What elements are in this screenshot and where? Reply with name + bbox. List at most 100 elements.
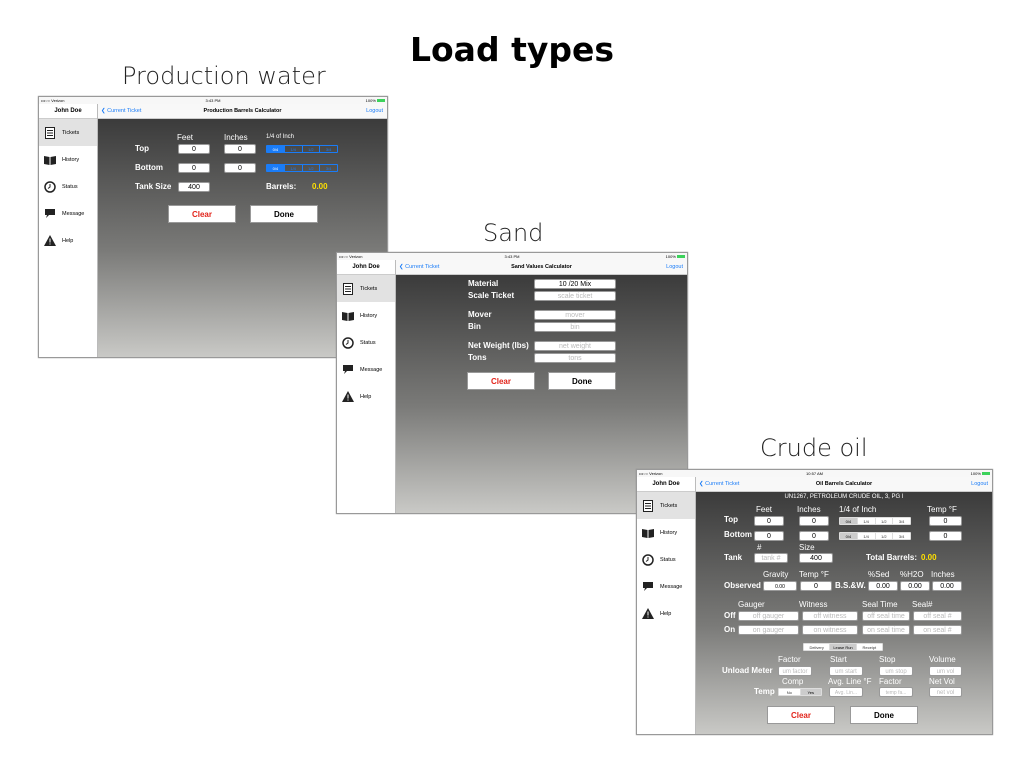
- sidebar-item-status[interactable]: Status: [337, 329, 395, 356]
- net-vol-input[interactable]: net vol: [929, 687, 962, 697]
- bottom-temp-input[interactable]: 0: [929, 531, 962, 541]
- sidebar-item-tickets[interactable]: Tickets: [637, 492, 695, 519]
- segment-option[interactable]: Delivery: [804, 644, 831, 650]
- top-inches-input[interactable]: 0: [799, 516, 829, 526]
- temp-factor-input[interactable]: temp fa...: [879, 687, 913, 697]
- um-vol-input[interactable]: um vol: [929, 666, 962, 676]
- sidebar-item-help[interactable]: Help: [39, 227, 97, 254]
- tank-number-input[interactable]: tank #: [754, 553, 788, 563]
- mover-input[interactable]: mover: [534, 310, 616, 320]
- h2o-header: %H2O: [900, 570, 924, 579]
- on-gauger-input[interactable]: on gauger: [738, 625, 799, 635]
- clear-button[interactable]: Clear: [767, 706, 835, 724]
- net-weight-input[interactable]: net weight: [534, 341, 616, 351]
- segment-option[interactable]: 1/2: [303, 165, 321, 171]
- battery-percent: 100%: [665, 254, 676, 259]
- bsw-inches-input[interactable]: 0.00: [932, 581, 962, 591]
- segment-option[interactable]: Receipt: [856, 644, 882, 650]
- segment-option[interactable]: 3/4: [325, 166, 332, 171]
- battery-indicator: 100%: [366, 98, 385, 103]
- segment-option[interactable]: 1/2: [303, 146, 321, 152]
- top-feet-input[interactable]: 0: [178, 144, 210, 154]
- bottom-label: Bottom: [135, 163, 163, 172]
- segment-option[interactable]: 1/2: [875, 518, 894, 524]
- segment-option[interactable]: 0/4: [840, 518, 858, 524]
- segment-option[interactable]: 1/4: [857, 533, 876, 539]
- temp-label: Temp: [754, 687, 775, 696]
- top-inches-input[interactable]: 0: [224, 144, 256, 154]
- off-witness-input[interactable]: off witness: [802, 611, 858, 621]
- bottom-inches-input[interactable]: 0: [224, 163, 256, 173]
- top-temp-input[interactable]: 0: [929, 516, 962, 526]
- tank-size-input[interactable]: 400: [799, 553, 833, 563]
- done-button[interactable]: Done: [250, 205, 318, 223]
- bottom-feet-input[interactable]: 0: [178, 163, 210, 173]
- clear-button[interactable]: Clear: [168, 205, 236, 223]
- sidebar-item-status[interactable]: Status: [39, 173, 97, 200]
- h2o-input[interactable]: 0.00: [900, 581, 930, 591]
- bin-input[interactable]: bin: [534, 322, 616, 332]
- sidebar-item-message[interactable]: Message: [637, 573, 695, 600]
- segment-option[interactable]: 0/4: [840, 533, 858, 539]
- sidebar-item-message[interactable]: Message: [39, 200, 97, 227]
- done-button[interactable]: Done: [850, 706, 918, 724]
- sidebar-item-status[interactable]: Status: [637, 546, 695, 573]
- slide-title: Load types: [409, 30, 614, 69]
- um-stop-input[interactable]: um stop: [879, 666, 913, 676]
- segment-option[interactable]: 3/4: [893, 533, 910, 539]
- um-start-input[interactable]: um start: [829, 666, 863, 676]
- logout-button[interactable]: Logout: [666, 264, 683, 270]
- off-gauger-input[interactable]: off gauger: [738, 611, 799, 621]
- net-weight-label: Net Weight (lbs): [468, 341, 529, 350]
- segment-option[interactable]: 1/2: [875, 533, 894, 539]
- avg-line-input[interactable]: Avg. Lin...: [829, 687, 863, 697]
- segment-option[interactable]: 3/4: [893, 518, 910, 524]
- segment-option[interactable]: 3/4: [325, 147, 332, 152]
- um-factor-input[interactable]: um factor: [778, 666, 812, 676]
- off-seal-time-input[interactable]: off seal time: [862, 611, 910, 621]
- off-seal-input[interactable]: off seal #: [913, 611, 962, 621]
- logout-button[interactable]: Logout: [971, 481, 988, 487]
- bottom-feet-input[interactable]: 0: [754, 531, 784, 541]
- tank-size-input[interactable]: 400: [178, 182, 210, 192]
- sidebar-item-history[interactable]: History: [637, 519, 695, 546]
- on-seal-input[interactable]: on seal #: [913, 625, 962, 635]
- sidebar-item-tickets[interactable]: Tickets: [39, 119, 97, 146]
- gravity-input[interactable]: 0.00: [763, 581, 797, 591]
- sidebar-item-help[interactable]: Help: [337, 383, 395, 410]
- top-feet-input[interactable]: 0: [754, 516, 784, 526]
- segment-option[interactable]: Yes: [800, 689, 821, 695]
- on-seal-time-input[interactable]: on seal time: [862, 625, 910, 635]
- back-button[interactable]: ❮ Current Ticket: [699, 481, 739, 487]
- segment-option[interactable]: 1/4: [285, 165, 303, 171]
- bottom-inches-input[interactable]: 0: [799, 531, 829, 541]
- segment-option[interactable]: 1/4: [285, 146, 303, 152]
- sidebar-item-history[interactable]: History: [39, 146, 97, 173]
- scale-ticket-input[interactable]: scale ticket: [534, 291, 616, 301]
- material-select[interactable]: 10 /20 Mix: [534, 279, 616, 289]
- segment-option[interactable]: 0/4: [267, 165, 285, 171]
- done-button[interactable]: Done: [548, 372, 616, 390]
- on-witness-input[interactable]: on witness: [802, 625, 858, 635]
- logout-button[interactable]: Logout: [366, 108, 383, 114]
- segment-option[interactable]: No: [779, 689, 801, 695]
- sed-input[interactable]: 0.00: [868, 581, 898, 591]
- observed-temp-input[interactable]: 0: [800, 581, 832, 591]
- segment-option[interactable]: Lease Run: [830, 644, 857, 650]
- clear-button[interactable]: Clear: [467, 372, 535, 390]
- sidebar-item-history[interactable]: History: [337, 302, 395, 329]
- back-button[interactable]: ❮ Current Ticket: [399, 264, 439, 270]
- sidebar-item-message[interactable]: Message: [337, 356, 395, 383]
- back-button[interactable]: ❮ Current Ticket: [101, 108, 141, 114]
- sidebar-item-help[interactable]: Help: [637, 600, 695, 627]
- segment-option[interactable]: 1/4: [857, 518, 876, 524]
- segment-option[interactable]: 0/4: [267, 146, 285, 152]
- sidebar-item-tickets[interactable]: Tickets: [337, 275, 395, 302]
- tons-input[interactable]: tons: [534, 353, 616, 363]
